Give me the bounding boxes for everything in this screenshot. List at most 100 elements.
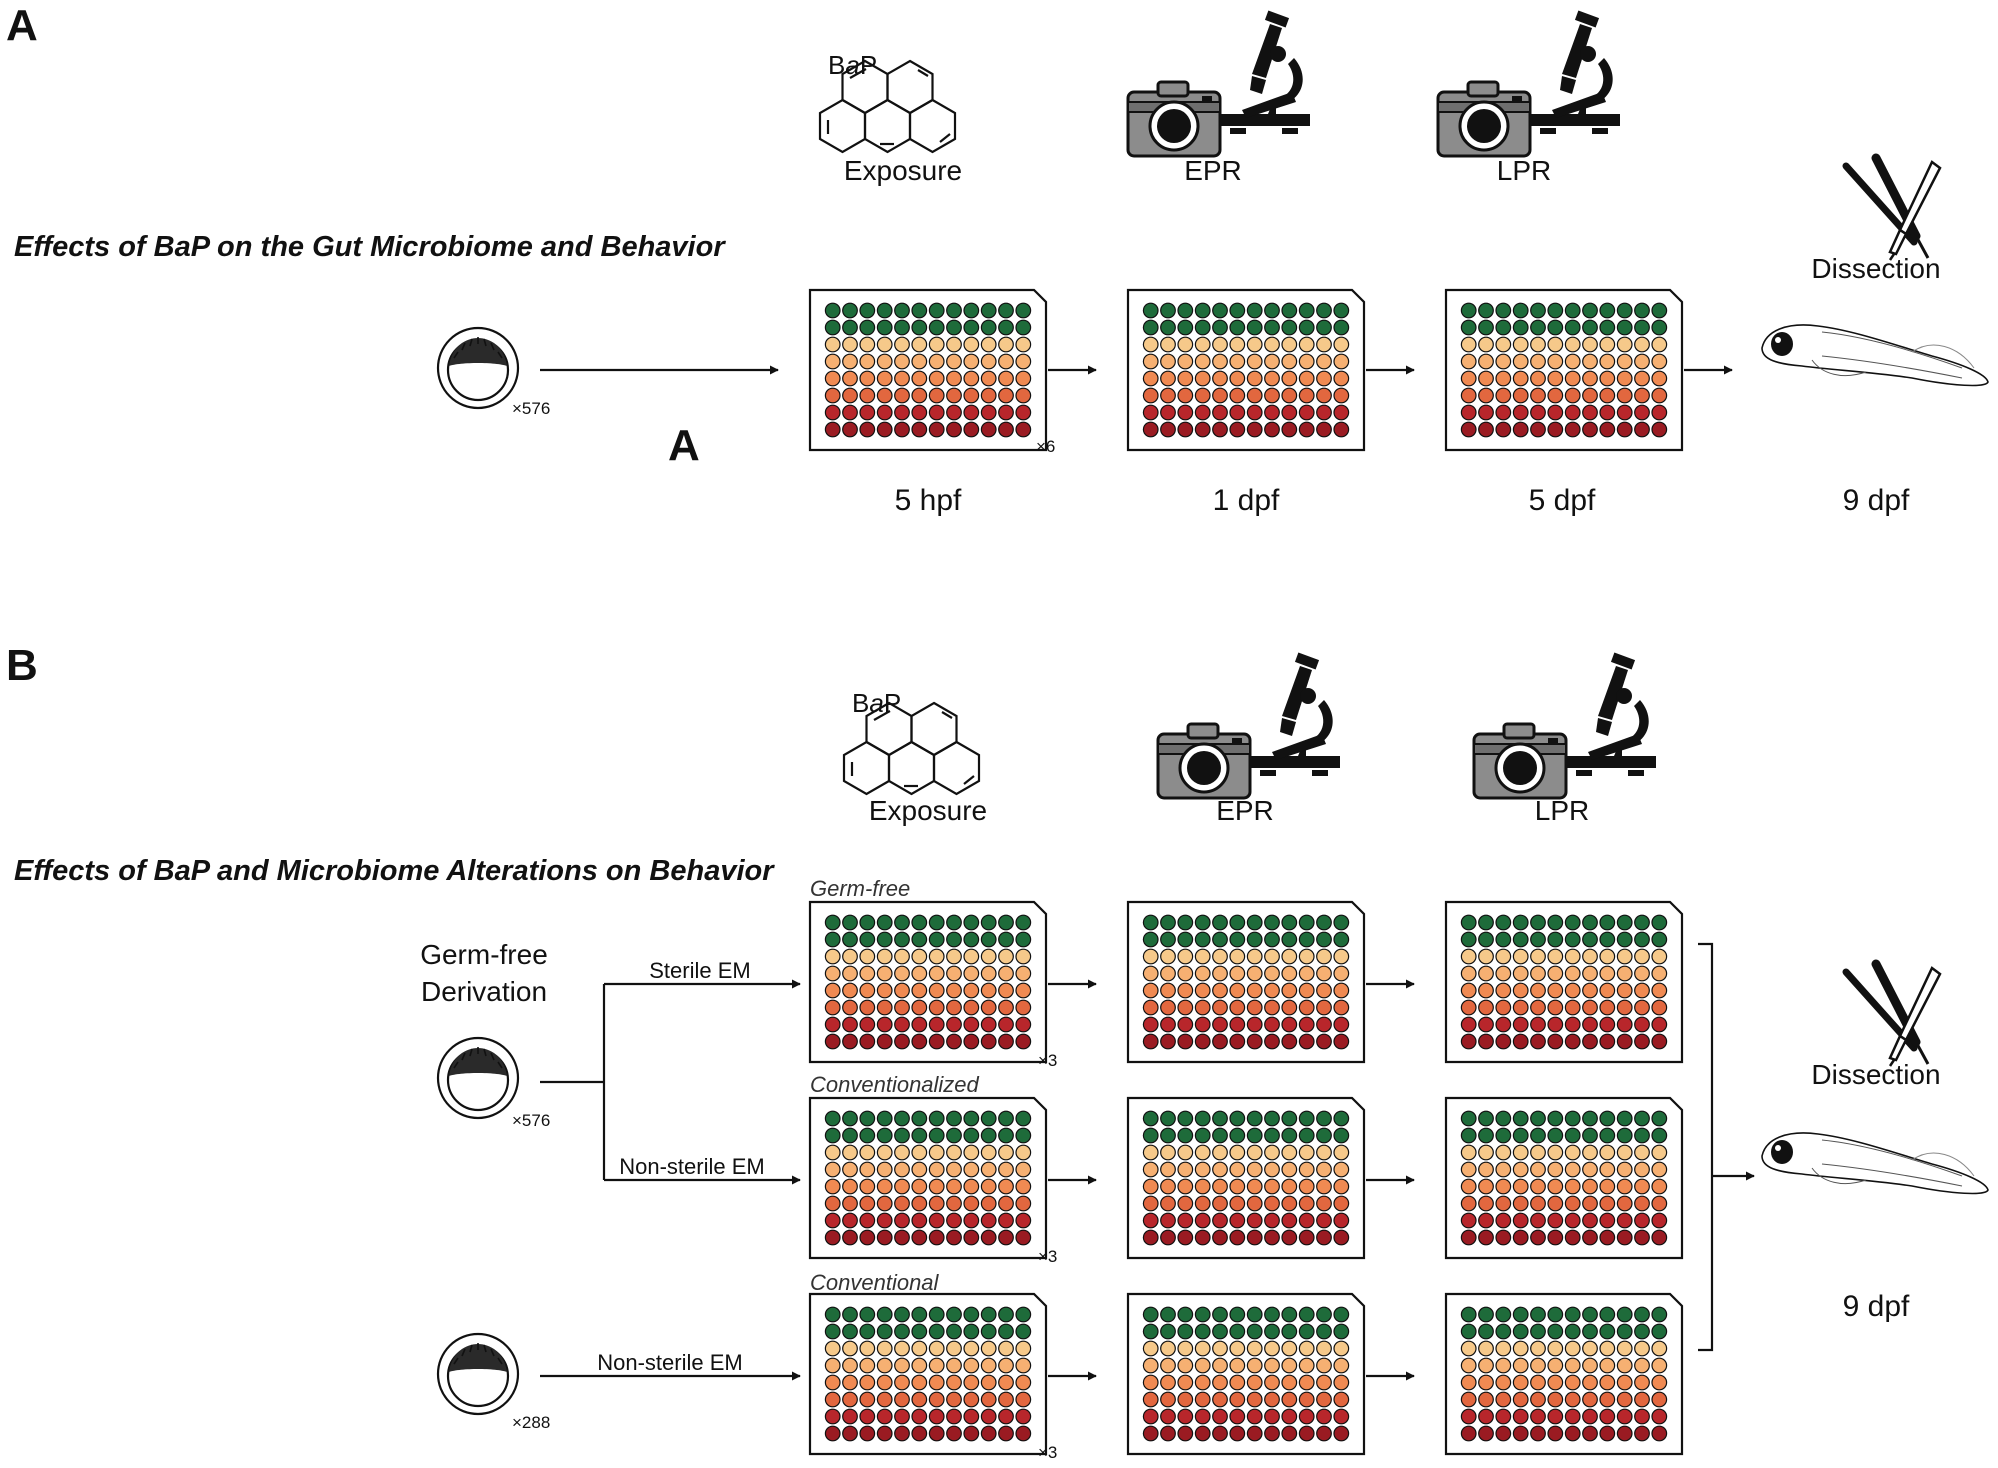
plate-well <box>824 1178 841 1195</box>
plate-well <box>1512 1161 1529 1178</box>
plate-well <box>1015 1229 1032 1246</box>
plate-well <box>1634 1374 1650 1391</box>
plate-well <box>1530 1212 1546 1229</box>
plate-well <box>1512 1127 1529 1144</box>
plate-well <box>1651 948 1668 965</box>
plate-well <box>1177 1110 1194 1127</box>
plate-well <box>859 1110 876 1127</box>
plate-well <box>1547 965 1564 982</box>
medium-label: Non-sterile EM <box>619 1154 764 1179</box>
plate-well <box>1651 931 1668 948</box>
plate-well <box>1478 1306 1494 1323</box>
plate-well <box>1281 302 1298 319</box>
plate-well <box>842 1161 858 1178</box>
plate-well <box>1512 1033 1529 1050</box>
plate-well <box>980 421 997 438</box>
plate-well <box>876 965 893 982</box>
plate-well <box>911 1033 928 1050</box>
plate-well <box>1212 336 1228 353</box>
plate-well <box>1495 931 1512 948</box>
plate-well <box>1246 353 1263 370</box>
plate-well <box>1246 965 1263 982</box>
plate-well <box>1316 1127 1332 1144</box>
plate-well <box>1547 353 1564 370</box>
plate-well <box>1582 1391 1598 1408</box>
plate-well <box>1142 1374 1159 1391</box>
plate-well <box>1015 404 1032 421</box>
plate-well <box>876 982 893 999</box>
plate-well <box>911 948 928 965</box>
plate-well <box>1547 1340 1564 1357</box>
plate-well <box>1212 1212 1228 1229</box>
panel-a-letter: A <box>6 1 38 50</box>
plate-well <box>1298 1357 1315 1374</box>
plate-well <box>980 1340 997 1357</box>
plate-well <box>980 982 997 999</box>
plate-well <box>998 1374 1014 1391</box>
plate-well <box>1530 1425 1546 1442</box>
plate-well <box>1530 1110 1546 1127</box>
plate-well <box>1547 421 1564 438</box>
plate-well <box>842 1425 858 1442</box>
plate-well <box>1599 1306 1616 1323</box>
plate-well <box>824 914 841 931</box>
plate-well <box>1564 965 1581 982</box>
plate-well <box>980 404 997 421</box>
plate-well <box>1651 1178 1668 1195</box>
plate-well <box>1264 1127 1280 1144</box>
plate-well <box>1495 1306 1512 1323</box>
well-plate <box>1126 1292 1366 1456</box>
plate-well <box>1478 1127 1494 1144</box>
plate-well <box>1495 999 1512 1016</box>
plate-well <box>1298 1408 1315 1425</box>
plate-well <box>1264 1391 1280 1408</box>
plate-well <box>1015 1391 1032 1408</box>
plate-well <box>859 1357 876 1374</box>
plate-well <box>859 1178 876 1195</box>
panel-a-title: Effects of BaP on the Gut Microbiome and… <box>14 231 726 263</box>
plate-well <box>859 1127 876 1144</box>
plate-well <box>1264 319 1280 336</box>
plate-well <box>859 1195 876 1212</box>
plate-well <box>1651 1391 1668 1408</box>
plate-well <box>1212 1374 1228 1391</box>
plate-well <box>980 1033 997 1050</box>
plate-well <box>1634 387 1650 404</box>
plate-well <box>1651 353 1668 370</box>
plate-well <box>1264 982 1280 999</box>
plate-well <box>824 1110 841 1127</box>
plate-well <box>1495 982 1512 999</box>
plate-well <box>894 1425 910 1442</box>
plate-well <box>1194 982 1211 999</box>
plate-well <box>1015 1357 1032 1374</box>
plate-well <box>1160 1195 1176 1212</box>
plate-well <box>1246 1178 1263 1195</box>
plate-well <box>1212 1408 1228 1425</box>
plate-well <box>1582 931 1598 948</box>
bap-label: BaP <box>852 688 901 718</box>
plate-well <box>1547 948 1564 965</box>
dissection-tools-icon <box>1846 964 1940 1066</box>
plate-well <box>894 1229 910 1246</box>
plate-well <box>1599 387 1616 404</box>
plate-well <box>1212 1144 1228 1161</box>
plate-well <box>1264 1033 1280 1050</box>
plate-well <box>1333 982 1350 999</box>
plate-well <box>1229 353 1246 370</box>
plate-well <box>1015 948 1032 965</box>
plate-well <box>1547 1391 1564 1408</box>
plate-well <box>1512 421 1529 438</box>
plate-well <box>1194 370 1211 387</box>
plate-well <box>998 1195 1014 1212</box>
plate-well <box>1160 1408 1176 1425</box>
plate-well <box>859 1229 876 1246</box>
plate-well <box>1651 1195 1668 1212</box>
plate-well <box>859 1212 876 1229</box>
plate-well <box>911 421 928 438</box>
plate-well <box>1212 1357 1228 1374</box>
plate-well <box>842 1323 858 1340</box>
plate-well <box>1177 421 1194 438</box>
plate-well <box>1616 1425 1633 1442</box>
plate-well <box>1194 1425 1211 1442</box>
plate-well <box>1547 1229 1564 1246</box>
